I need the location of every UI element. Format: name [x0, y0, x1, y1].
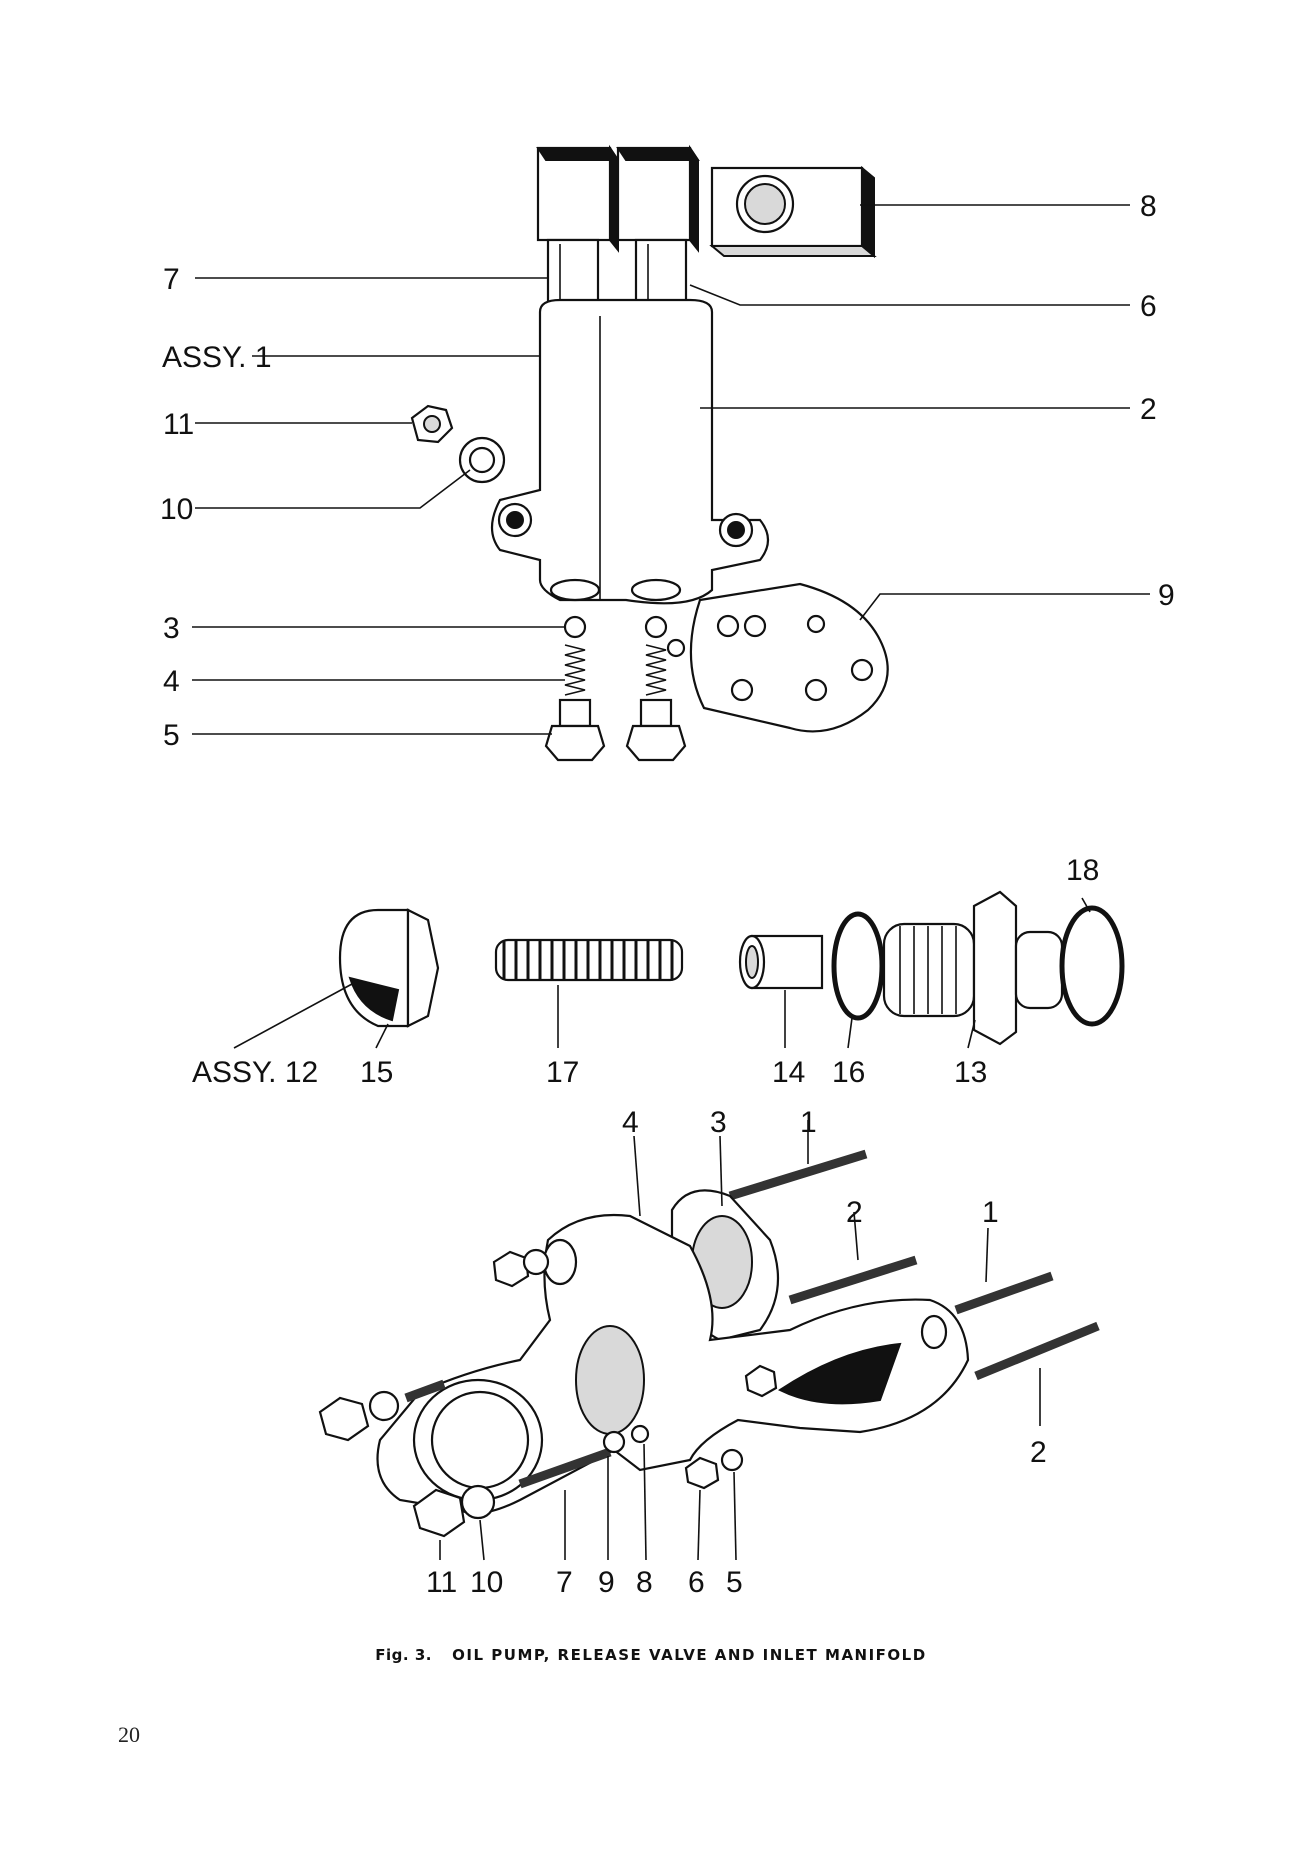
manifold-stud-7 — [518, 1447, 612, 1489]
manifold-washer-10-lower — [460, 1484, 496, 1520]
manifold-label-11: 11 — [426, 1566, 457, 1599]
pump-label-9: 9 — [1158, 579, 1175, 612]
pump-drive-block-left — [536, 144, 620, 253]
pump-label-10: 10 — [160, 493, 193, 526]
valve-label-14: 14 — [772, 1056, 805, 1089]
manifold-nut-11-lower — [412, 1488, 466, 1538]
pump-shaft-6 — [634, 238, 688, 308]
oil-pump-assembly: 8 7 6 ASSY. 1 2 11 10 9 3 4 5 — [160, 144, 1175, 762]
valve-label-15: 15 — [360, 1056, 393, 1089]
pump-body-2 — [490, 298, 770, 605]
page-number: 20 — [118, 1722, 140, 1747]
pump-label-7: 7 — [163, 263, 180, 296]
figure-number: Fig. 3. — [375, 1646, 432, 1664]
pump-label-assy-1: ASSY. 1 — [162, 341, 272, 374]
valve-spring-4-right — [645, 644, 667, 696]
valve-label-18: 18 — [1066, 854, 1099, 887]
valve-spring-17 — [494, 938, 684, 982]
manifold-label-1-lower: 1 — [982, 1196, 999, 1229]
pump-label-3: 3 — [163, 612, 180, 645]
pump-coupling-block-8 — [709, 165, 877, 259]
valve-label-16: 16 — [832, 1056, 865, 1089]
manifold-nut-6 — [684, 1456, 720, 1490]
manifold-label-6: 6 — [688, 1566, 705, 1599]
valve-sleeve-14 — [738, 934, 824, 990]
manifold-washer-5 — [720, 1448, 744, 1472]
manifold-label-2-lower: 2 — [1030, 1436, 1047, 1469]
manifold-label-8: 8 — [636, 1566, 653, 1599]
pump-shaft-7 — [546, 238, 600, 308]
valve-label-assy-12: ASSY. 12 — [192, 1056, 318, 1089]
manifold-label-9: 9 — [598, 1566, 615, 1599]
manifold-label-2-upper: 2 — [846, 1196, 863, 1229]
valve-ball-3-right — [644, 615, 668, 639]
manifold-nut-upper — [492, 1250, 530, 1288]
manifold-label-3: 3 — [710, 1106, 727, 1139]
release-valve-assembly: 18 ASSY. 12 15 17 14 16 13 — [192, 854, 1125, 1089]
manifold-washer-9 — [602, 1430, 626, 1454]
valve-washer-16 — [831, 911, 885, 1021]
pump-nut-11 — [410, 404, 454, 444]
manifold-nut-11-upper — [318, 1396, 370, 1442]
manifold-label-4: 4 — [622, 1106, 639, 1139]
pump-lock-washer-10 — [458, 436, 506, 484]
valve-spring-4-left — [564, 644, 586, 696]
pump-label-2: 2 — [1140, 393, 1157, 426]
pump-label-11: 11 — [163, 408, 194, 441]
manifold-label-1-upper: 1 — [800, 1106, 817, 1139]
valve-dome-nut-15 — [338, 908, 440, 1028]
pump-gasket-9 — [666, 582, 889, 733]
inlet-manifold-assembly: 4 3 1 2 1 2 11 10 7 9 8 6 5 — [318, 1106, 1100, 1599]
valve-label-13: 13 — [954, 1056, 987, 1089]
manifold-label-5: 5 — [726, 1566, 743, 1599]
valve-label-17: 17 — [546, 1056, 579, 1089]
pump-label-4: 4 — [163, 665, 180, 698]
manifold-washer-10-upper — [368, 1390, 400, 1422]
figure-title: OIL PUMP, RELEASE VALVE AND INLET MANIFO… — [452, 1646, 927, 1664]
valve-plug-5-left — [544, 698, 606, 762]
manifold-washer-upper — [522, 1248, 550, 1276]
pump-drive-block-right — [616, 144, 700, 253]
figure-caption: Fig. 3. OIL PUMP, RELEASE VALVE AND INLE… — [0, 1646, 1302, 1664]
manifold-spacer-8 — [630, 1424, 650, 1444]
pump-label-5: 5 — [163, 719, 180, 752]
valve-plug-5-right — [625, 698, 687, 762]
manifold-body-4 — [376, 1213, 970, 1515]
manifold-label-10: 10 — [470, 1566, 503, 1599]
pump-label-8: 8 — [1140, 190, 1157, 223]
valve-ball-3-left — [563, 615, 587, 639]
pump-label-6: 6 — [1140, 290, 1157, 323]
valve-body-13 — [882, 890, 1064, 1046]
valve-washer-18 — [1059, 905, 1125, 1027]
manifold-label-7: 7 — [556, 1566, 573, 1599]
